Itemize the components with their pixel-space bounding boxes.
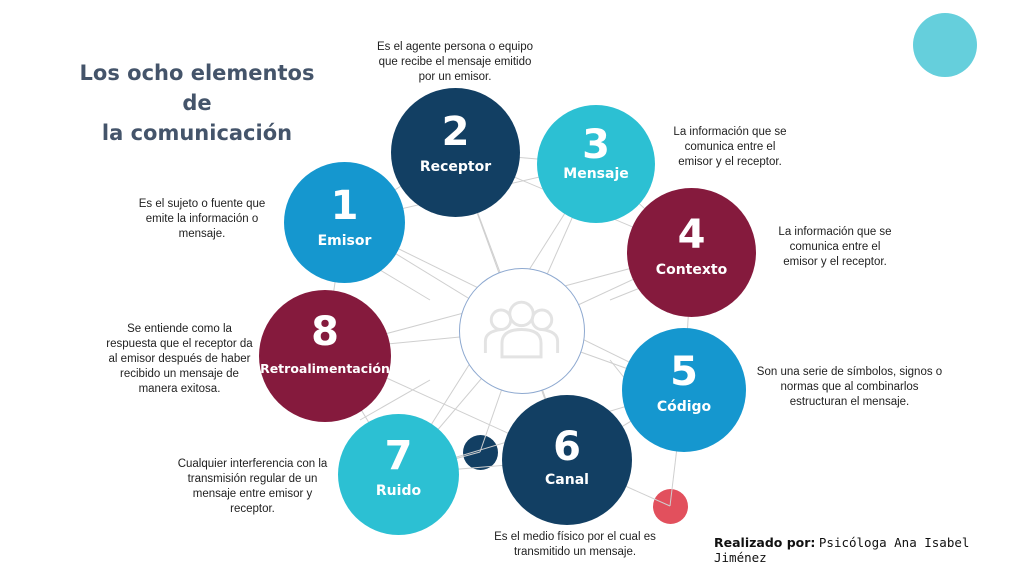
description-mensaje: La información que se comunica entre el … [673,126,787,168]
description-emisor: Es el sujeto o fuente que emite la infor… [138,198,266,240]
element-name: Receptor [419,159,492,175]
author-credit: Realizado por: Psicóloga Ana Isabel Jimé… [714,535,1024,565]
element-number: 6 [553,424,581,470]
description-receptor: Es el agente persona o equipo que recibe… [376,41,533,83]
element-number: 7 [384,433,413,479]
people-group-icon [483,300,560,359]
center-hub [459,268,585,394]
credit-author: Psicóloga Ana Isabel Jiménez [714,535,970,565]
element-number: 8 [311,309,339,355]
element-number: 2 [441,109,470,155]
element-name: Emisor [317,233,372,249]
element-circle-contexto: 4 Contexto [627,188,756,317]
description-retroalimentacion: Se entiende como la respuesta que el rec… [106,323,253,395]
element-name: Contexto [655,262,728,278]
credit-label: Realizado por: [714,535,816,550]
element-name: Retroalimentación [260,361,390,376]
element-number: 3 [582,122,610,168]
element-circle-codigo: 5 Código [622,328,746,452]
element-circle-retroalimentacion: 8 Retroalimentación [259,290,391,422]
description-canal: Es el medio físico por el cual es transm… [494,531,656,558]
title-line-1: Los ocho elementos de [79,61,315,115]
decorative-circle-dark-blue [463,435,498,470]
element-name: Ruido [375,483,422,499]
element-circle-receptor: 2 Receptor [391,88,520,217]
element-circle-canal: 6 Canal [502,395,632,525]
element-number: 5 [670,349,698,395]
decorative-circle-red [653,489,688,524]
description-ruido: Cualquier interferencia con la transmisi… [177,458,328,515]
element-name: Código [656,399,712,415]
title-line-2: la comunicación [101,121,293,145]
element-circle-emisor: 1 Emisor [284,162,405,283]
description-codigo: Son una serie de símbolos, signos o norm… [756,366,943,408]
decorative-circle-top-right [913,13,977,77]
element-name: Canal [545,472,589,488]
element-number: 4 [677,212,706,258]
element-circle-ruido: 7 Ruido [338,414,459,535]
element-circle-mensaje: 3 Mensaje [537,105,655,223]
description-contexto: La información que se comunica entre el … [778,226,892,268]
element-number: 1 [330,183,359,229]
element-name: Mensaje [563,166,629,182]
page-title: Los ocho elementos de la comunicación [62,58,332,148]
